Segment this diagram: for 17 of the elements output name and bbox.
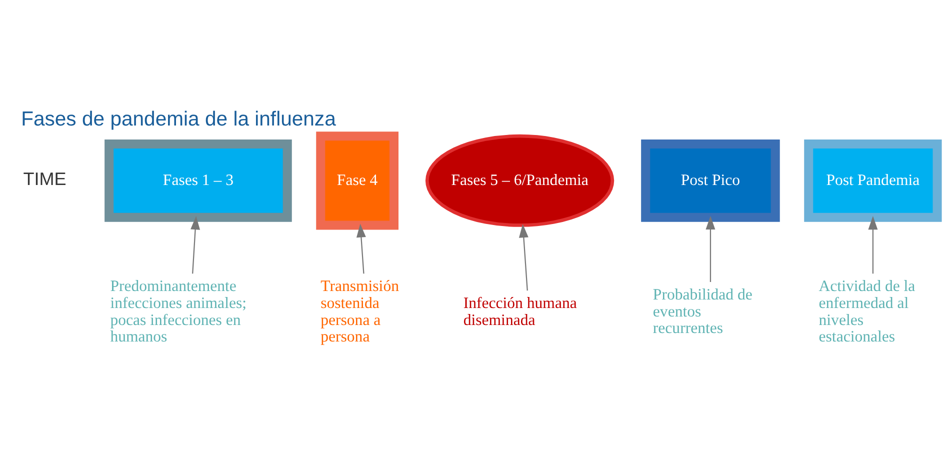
node-box: Post Pandemia [804, 140, 942, 222]
node-box: Fases 1 – 3 [104, 140, 292, 222]
arrow [706, 216, 716, 282]
node-text: Transmisión sostenida persona a persona [320, 278, 399, 346]
arrow [190, 216, 200, 274]
node-text: Predominantemente infecciones animales; pocas infecciones en humanos [110, 278, 246, 346]
arrow [868, 216, 878, 274]
arrow [518, 224, 528, 291]
label: TIME [23, 168, 66, 189]
node-text: Probabilidad de eventos recurrentes [652, 286, 752, 338]
arrow [356, 224, 366, 274]
diagram-title: Fases de pandemia de la influenza [21, 108, 336, 130]
node-text: Actividad de la enfermedad al niveles estacionales [818, 278, 916, 346]
node-ellipse: Fases 5 – 6/Pandemia [425, 134, 614, 227]
node-box: Fase 4 [316, 132, 398, 230]
node-box: Post Pico [641, 140, 780, 222]
node-text: Infección humana diseminada [463, 294, 577, 329]
